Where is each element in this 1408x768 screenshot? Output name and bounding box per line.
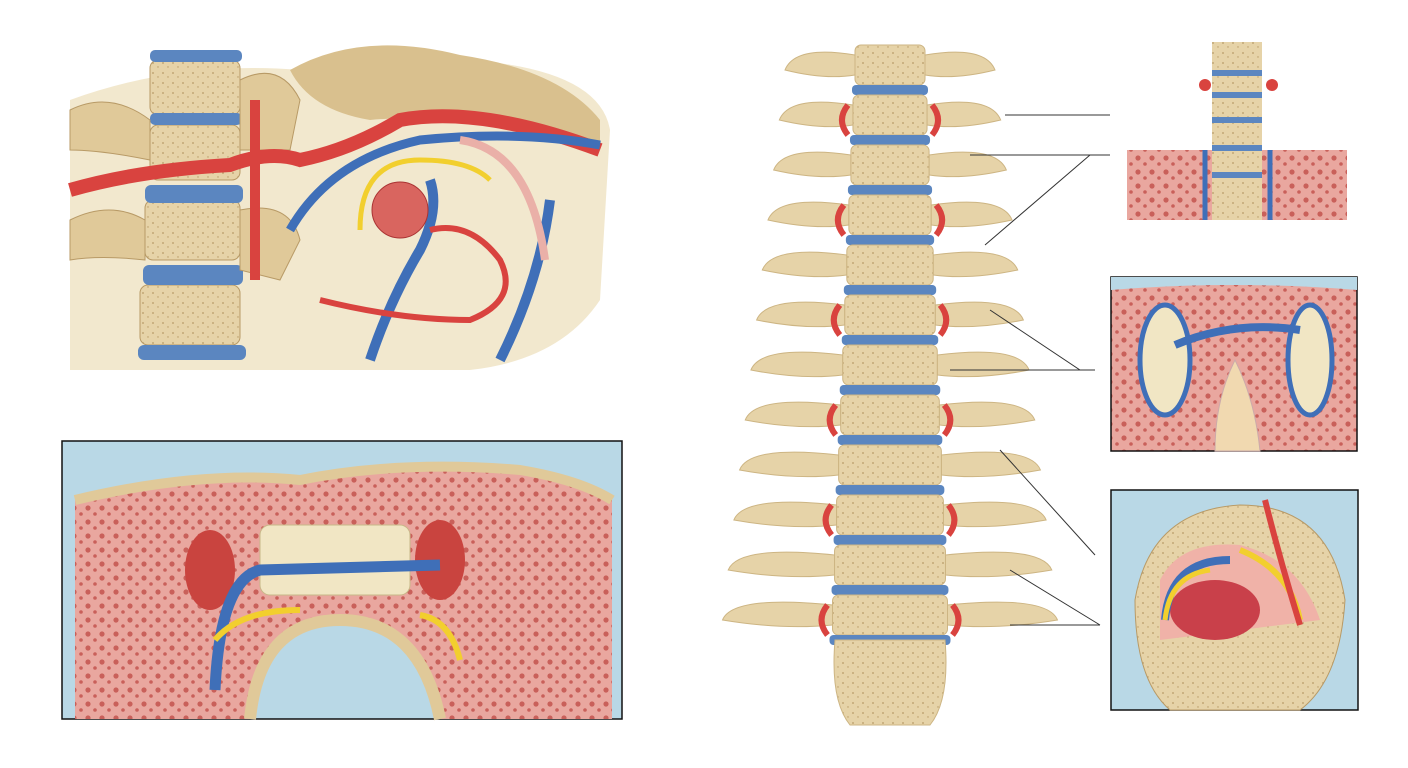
- intervertebral-disc: [839, 385, 941, 395]
- segmental-artery: [818, 603, 830, 637]
- panel-lateral-spine: [68, 45, 610, 370]
- segmental-artery: [929, 103, 942, 137]
- transverse-process-left: [727, 551, 836, 578]
- transverse-process-right: [928, 151, 1008, 178]
- segmental-artery: [822, 503, 835, 537]
- intervertebral-disc: [831, 585, 949, 595]
- tissue-vessel: [185, 530, 235, 610]
- intervertebral-disc: [847, 185, 933, 195]
- nerve-yellow: [357, 157, 492, 231]
- vein-right: [495, 199, 555, 363]
- vein-descending: [365, 178, 439, 362]
- segmental-artery: [937, 303, 950, 337]
- vertebral-body: [842, 344, 938, 386]
- intervertebral-disc: [852, 85, 928, 95]
- intervertebral-discs: [138, 50, 246, 360]
- arrow: [212, 607, 301, 642]
- panel-vessel-cross-section: [1110, 276, 1358, 452]
- transverse-process-right: [947, 601, 1059, 628]
- intervertebral-disc: [835, 485, 945, 495]
- panel-spinal-column: [721, 44, 1059, 726]
- ligament: [459, 136, 549, 261]
- transverse-process-right: [944, 551, 1053, 578]
- transverse-process-right: [926, 101, 1002, 128]
- vertebral-body: [838, 444, 942, 486]
- segmental-artery: [834, 203, 847, 237]
- intervertebral-disc: [841, 335, 939, 345]
- transverse-process-left: [767, 201, 850, 228]
- panel-disc-cross-section: [61, 440, 623, 721]
- segmental-artery: [941, 403, 954, 437]
- vein: [209, 559, 441, 691]
- arrow: [419, 612, 463, 661]
- transverse-process-left: [750, 351, 844, 378]
- transverse-process-left: [761, 251, 848, 278]
- transverse-process-left: [778, 101, 854, 128]
- intervertebral-disc: [833, 535, 947, 545]
- vertebral-body: [836, 494, 944, 536]
- ganglion: [371, 181, 429, 239]
- transverse-process-right: [936, 351, 1030, 378]
- segmental-artery: [950, 603, 962, 637]
- transverse-process-left: [755, 301, 846, 328]
- vertebral-body: [852, 94, 928, 136]
- segmental-artery: [945, 503, 958, 537]
- intervertebral-disc: [849, 135, 931, 145]
- transverse-process-left: [784, 51, 856, 78]
- transverse-process-left: [744, 401, 842, 428]
- transverse-process-right: [940, 451, 1042, 478]
- vertebral-body: [844, 294, 936, 336]
- artery-loop: [319, 225, 509, 324]
- transverse-process-left: [772, 151, 852, 178]
- intervertebral-disc: [845, 235, 935, 245]
- segmental-artery: [933, 203, 946, 237]
- panel-foramen-flow: [1110, 489, 1359, 711]
- transverse-process-left: [721, 601, 833, 628]
- transverse-process-right: [934, 301, 1025, 328]
- sacrum: [833, 639, 947, 726]
- transverse-process-right: [938, 401, 1036, 428]
- artery: [68, 109, 603, 197]
- vertebral-arch: [244, 613, 446, 721]
- vein: [286, 131, 601, 233]
- leader-lines: [950, 114, 1110, 626]
- vertebral-body: [854, 44, 926, 86]
- vertebral-body: [840, 394, 940, 436]
- vertebral-body: [832, 594, 948, 636]
- intervertebral-disc: [837, 435, 943, 445]
- vertebral-body: [834, 544, 946, 586]
- transverse-process-right: [924, 51, 996, 78]
- segmental-artery: [838, 103, 851, 137]
- transverse-process-left: [738, 451, 840, 478]
- vertebral-body: [850, 144, 930, 186]
- transverse-process-right: [930, 201, 1013, 228]
- segmental-artery: [826, 403, 839, 437]
- transverse-process-left: [733, 501, 838, 528]
- disc-cartilage: [259, 524, 411, 596]
- segmental-artery: [830, 303, 843, 337]
- tissue-vessel: [415, 520, 465, 600]
- vertebral-body: [848, 194, 932, 236]
- vertebral-body: [846, 244, 934, 286]
- transverse-process-right: [932, 251, 1019, 278]
- panel-cervical-inset: [1127, 42, 1347, 220]
- intervertebral-disc: [843, 285, 937, 295]
- transverse-process-right: [942, 501, 1047, 528]
